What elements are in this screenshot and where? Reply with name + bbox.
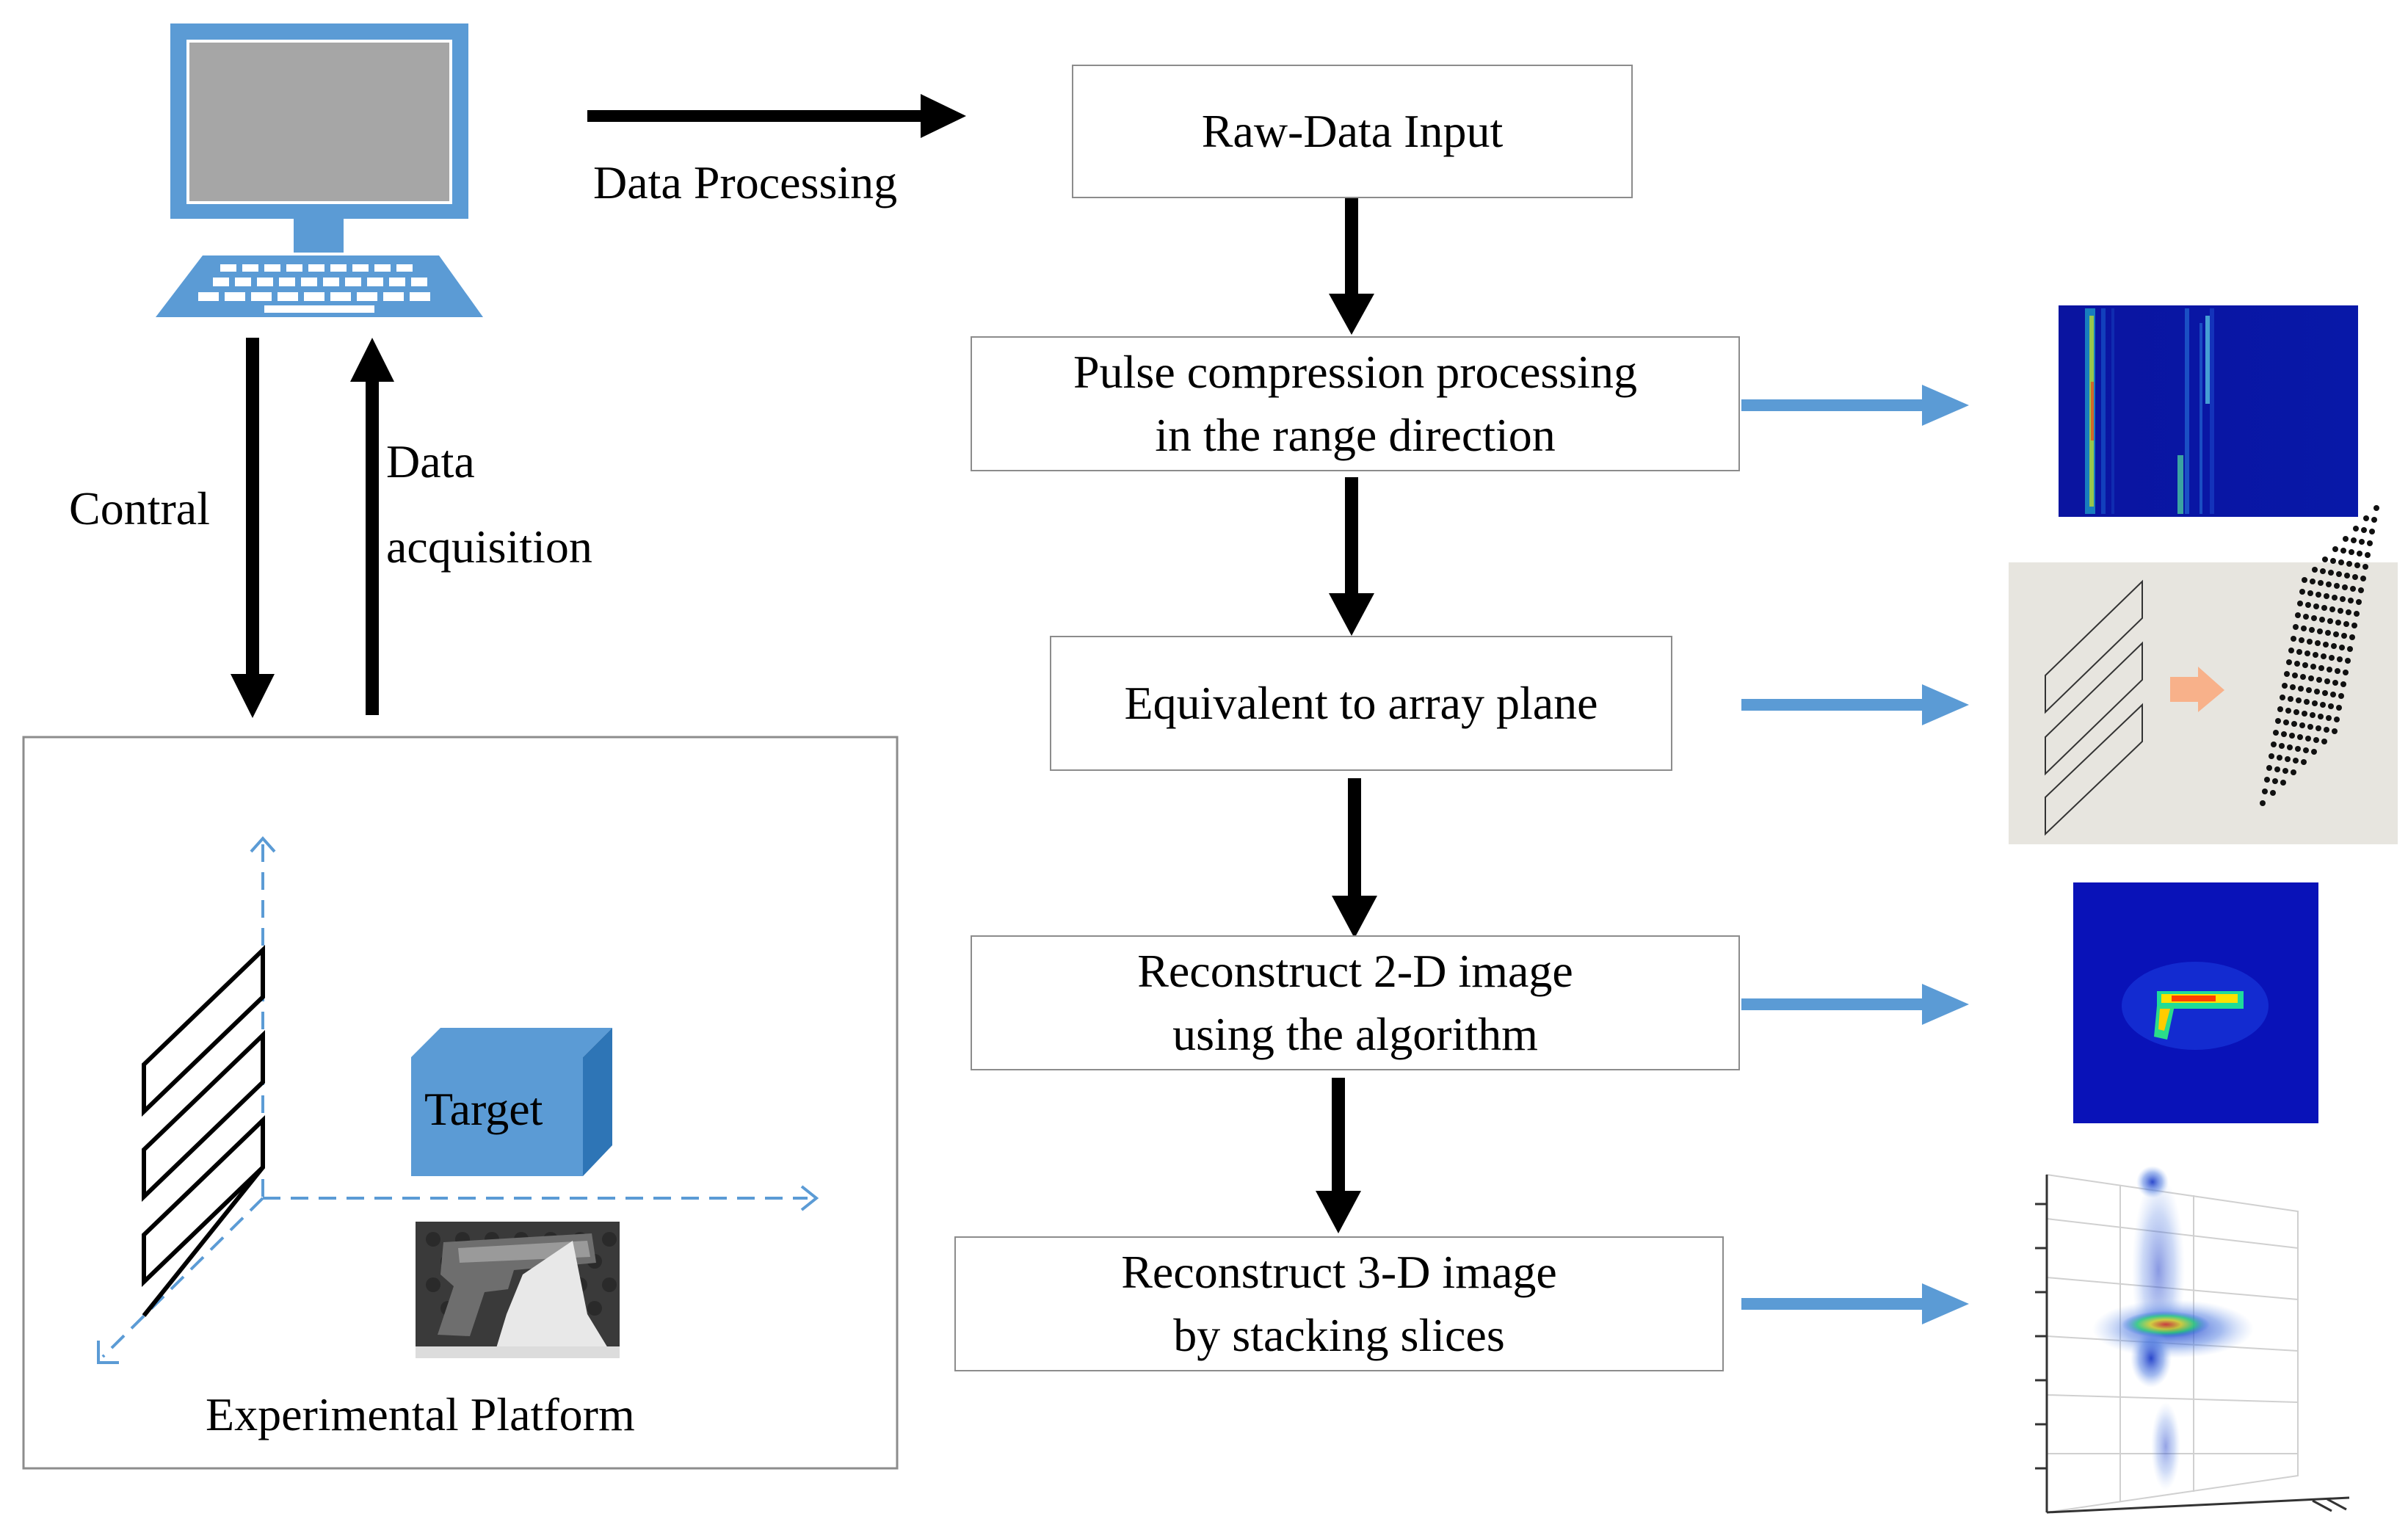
step-text-line2: in the range direction xyxy=(1155,409,1556,461)
target-cube-icon xyxy=(411,1028,612,1176)
pulse-compression-image xyxy=(2059,305,2358,517)
flow-arrows xyxy=(231,94,1377,1233)
step-text: Equivalent to array plane xyxy=(1124,676,1598,729)
2d-reconstruction-image xyxy=(2073,882,2318,1123)
data-processing-arrow xyxy=(587,94,966,138)
3d-reconstruction-image xyxy=(2035,1166,2350,1514)
result-arrow-1 xyxy=(1741,385,1969,426)
control-label: Contral xyxy=(69,482,210,534)
result-arrows xyxy=(1741,385,1969,1324)
step-text-line2: by stacking slices xyxy=(1173,1309,1505,1361)
step-box-3d-image: Reconstruct 3-D image by stacking slices xyxy=(954,1236,1724,1371)
step-arrow-4 xyxy=(1316,1078,1361,1233)
result-arrow-2 xyxy=(1741,684,1969,725)
control-arrow xyxy=(231,338,275,718)
step-text: Raw-Data Input xyxy=(1201,104,1504,157)
data-acquisition-arrow xyxy=(350,338,394,715)
platform-frame xyxy=(22,736,899,1470)
result-arrow-4 xyxy=(1741,1283,1969,1324)
step-arrow-3 xyxy=(1332,778,1377,938)
target-label: Target xyxy=(424,1083,543,1135)
gun-photo-icon xyxy=(416,1222,620,1358)
step-text-line1: Pulse compression processing xyxy=(1073,345,1637,398)
step-box-pulse-compression: Pulse compression processing in the rang… xyxy=(971,336,1740,471)
step-text-line2: using the algorithm xyxy=(1172,1008,1538,1060)
data-acquisition-label-line2: acquisition xyxy=(386,521,592,573)
platform-label: Experimental Platform xyxy=(206,1388,635,1440)
step-box-2d-image: Reconstruct 2-D image using the algorith… xyxy=(971,935,1740,1070)
step-box-raw-data-input: Raw-Data Input xyxy=(1072,65,1633,198)
data-acquisition-label-line1: Data xyxy=(386,435,475,487)
data-processing-label: Data Processing xyxy=(593,156,898,209)
step-text-line1: Reconstruct 2-D image xyxy=(1137,944,1573,997)
step-text-line1: Reconstruct 3-D image xyxy=(1121,1245,1557,1298)
result-arrow-3 xyxy=(1741,984,1969,1025)
step-arrow-1 xyxy=(1329,197,1374,335)
step-arrow-2 xyxy=(1329,477,1374,636)
computer-icon xyxy=(156,23,483,317)
axis-arrowheads xyxy=(97,835,819,1364)
orange-arrow-icon xyxy=(2170,667,2224,712)
step-box-array-plane: Equivalent to array plane xyxy=(1050,636,1672,771)
array-plane-image xyxy=(2009,505,2398,844)
scan-planes xyxy=(142,944,265,1317)
